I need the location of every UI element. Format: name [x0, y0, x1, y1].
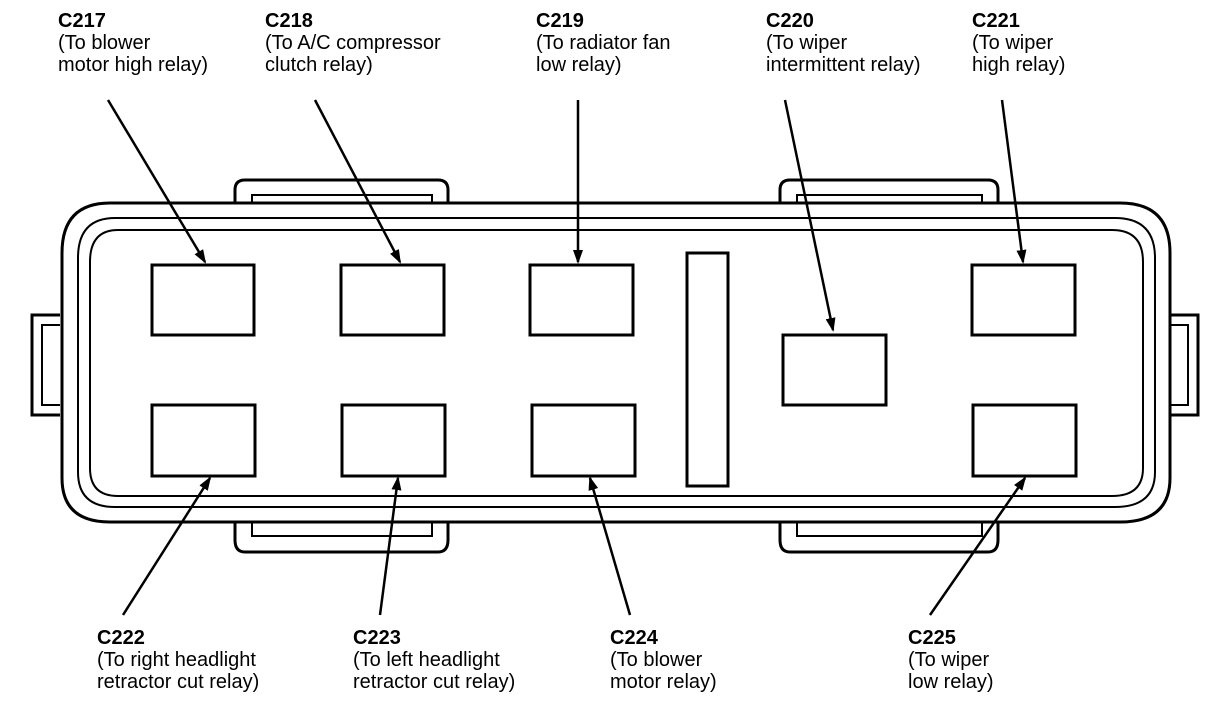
- socket-c217: [150, 263, 256, 337]
- connector-desc-line2: motor high relay): [58, 54, 209, 76]
- connector-desc-line2: high relay): [972, 54, 1066, 76]
- socket-c219: [528, 263, 635, 337]
- arrow-c224: [588, 476, 632, 616]
- label-c218: C218 (To A/C compressor clutch relay): [265, 10, 441, 76]
- label-c220: C220 (To wiper intermittent relay): [766, 10, 921, 76]
- connector-code: C225: [908, 627, 956, 649]
- socket-c218: [339, 263, 446, 337]
- connector-code: C220: [766, 10, 814, 32]
- connector-desc-line1: (To wiper: [908, 649, 990, 671]
- label-c222: C222 (To right headlight retractor cut r…: [97, 627, 259, 693]
- connector-desc-line2: intermittent relay): [766, 54, 921, 76]
- connector-desc-line2: retractor cut relay): [97, 671, 260, 693]
- center-slot: [685, 251, 730, 488]
- socket-c220: [781, 333, 888, 407]
- connector-desc-line1: (To blower: [58, 32, 151, 54]
- connector-desc-line1: (To wiper: [766, 32, 848, 54]
- arrow-c217: [106, 99, 207, 264]
- connector-desc-line2: low relay): [536, 54, 622, 76]
- connector-desc-line1: (To A/C compressor: [265, 32, 441, 54]
- socket-c221: [970, 263, 1077, 337]
- socket-c224: [530, 403, 637, 478]
- connector-desc-line2: motor relay): [610, 671, 717, 693]
- arrow-c221: [1000, 99, 1027, 264]
- arrow-c225: [928, 476, 1027, 616]
- arrow-c223: [378, 476, 402, 616]
- connector-desc-line1: (To left headlight: [353, 649, 500, 671]
- connector-desc-line2: clutch relay): [265, 54, 373, 76]
- connector-desc-line2: retractor cut relay): [353, 671, 516, 693]
- socket-c225: [971, 403, 1078, 478]
- connector-code: C222: [97, 627, 145, 649]
- connector-desc-line1: (To radiator fan: [536, 32, 671, 54]
- arrow-c218: [313, 99, 402, 264]
- connector-code: C221: [972, 10, 1020, 32]
- socket-c222: [150, 403, 257, 478]
- connector-code: C217: [58, 10, 106, 32]
- label-c219: C219 (To radiator fan low relay): [536, 10, 671, 76]
- connector-code: C218: [265, 10, 313, 32]
- arrow-c222: [121, 476, 212, 616]
- connector-code: C223: [353, 627, 401, 649]
- leader-arrows: [106, 99, 1027, 616]
- connector-desc-line1: (To blower: [610, 649, 703, 671]
- connector-code: C224: [610, 627, 658, 649]
- connector-code: C219: [536, 10, 584, 32]
- relay-sockets: [150, 251, 1078, 488]
- label-c217: C217 (To blower motor high relay): [58, 10, 208, 76]
- relay-box-housing: [30, 178, 1200, 554]
- connector-desc-line1: (To right headlight: [97, 649, 256, 671]
- connector-desc-line1: (To wiper: [972, 32, 1054, 54]
- label-c224: C224 (To blower motor relay): [610, 627, 717, 693]
- label-c225: C225 (To wiper low relay): [908, 627, 994, 693]
- arrow-c220: [783, 99, 836, 332]
- label-c221: C221 (To wiper high relay): [972, 10, 1065, 76]
- connector-desc-line2: low relay): [908, 671, 994, 693]
- socket-c223: [340, 403, 447, 478]
- label-c223: C223 (To left headlight retractor cut re…: [353, 627, 515, 693]
